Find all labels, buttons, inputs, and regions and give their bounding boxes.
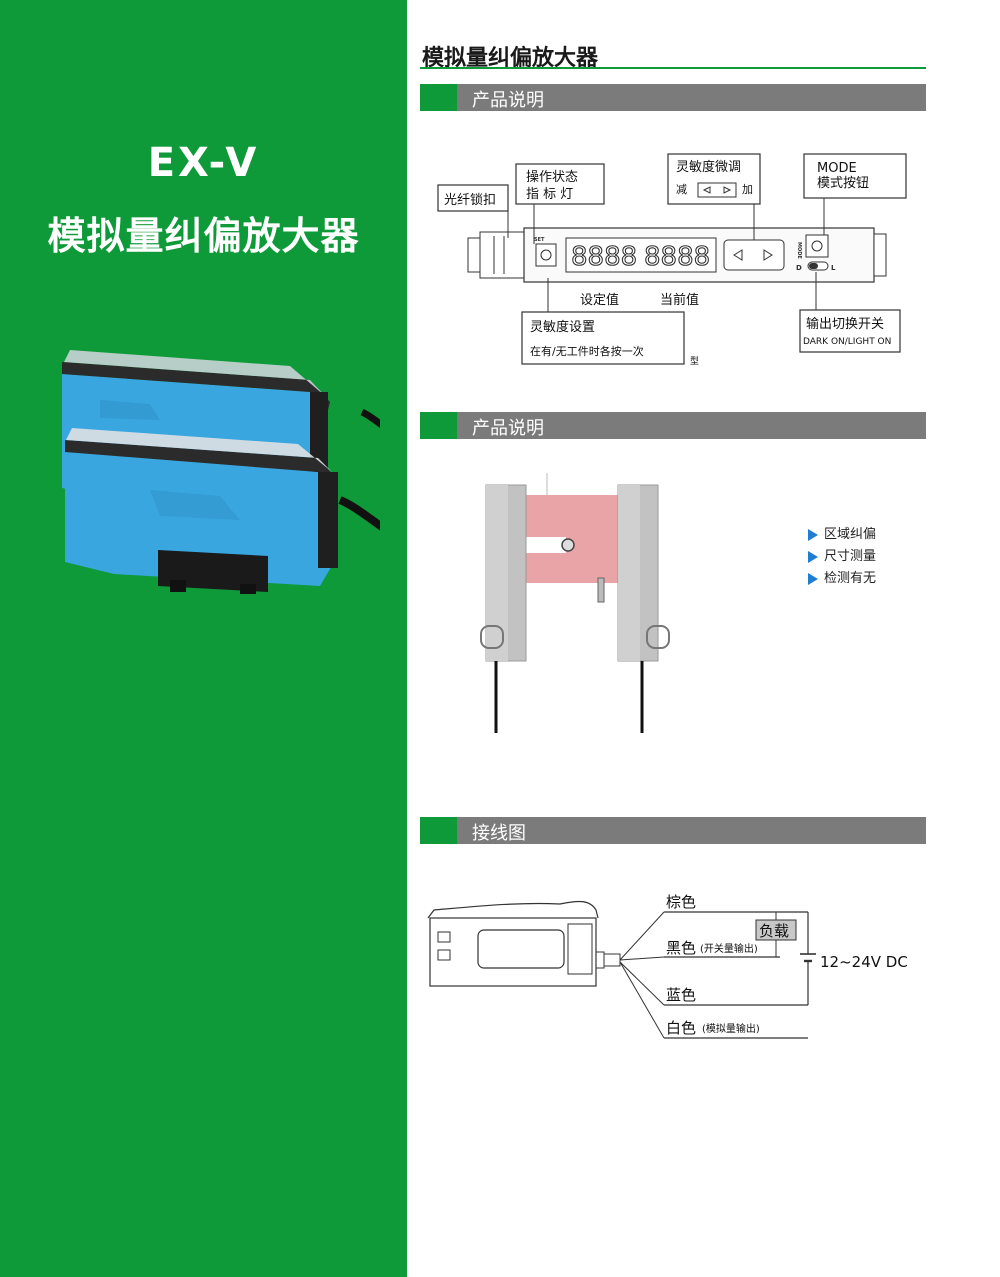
- brown-label: 棕色: [666, 893, 696, 911]
- black-label: 黑色: [666, 939, 696, 957]
- panel-diagram: SET 8888 8888 MODE D L 光纤锁扣 操作状态 指 标 灯 灵…: [437, 153, 907, 367]
- arrow-buttons: [723, 239, 785, 271]
- dark-light-label: DARK ON/LIGHT ON: [803, 337, 891, 347]
- display-right: 8888: [644, 242, 710, 272]
- right-mount-hole: [646, 625, 670, 649]
- mode-marker: MODE: [796, 242, 802, 259]
- black-note: (开关量输出): [700, 942, 758, 955]
- left-mount-hole: [480, 625, 504, 649]
- callout-sens-set: [521, 311, 685, 365]
- mode-button-circle: [811, 240, 823, 252]
- section-bar-label: 产品说明: [472, 90, 544, 111]
- callout-output-switch: [799, 309, 901, 353]
- triangle-bullet-icon: [808, 529, 818, 541]
- hero-product-name: 模拟量纠偏放大器: [47, 214, 360, 258]
- feature-item: 尺寸测量: [808, 546, 876, 568]
- type-note: 型: [690, 356, 699, 367]
- minus-label: 减: [676, 183, 687, 196]
- set-screw: [597, 577, 605, 603]
- feature-text: 检测有无: [824, 571, 877, 586]
- feature-item: 区域纠偏: [808, 524, 876, 546]
- amplifier-outline: [427, 900, 621, 987]
- triangle-bullet-icon: [808, 573, 818, 585]
- sensor-left-highlight: [486, 485, 508, 661]
- mode-line2: 模式按钮: [817, 176, 869, 191]
- output-switch-label: 输出切换开关: [806, 316, 884, 332]
- page-title: 模拟量纠偏放大器: [422, 46, 599, 71]
- sens-set-label: 灵敏度设置: [530, 319, 595, 335]
- section-bar-accent: [420, 412, 457, 439]
- white-note: (模拟量输出): [702, 1022, 760, 1035]
- display-frame: [565, 237, 717, 273]
- left-arrow-icon: [733, 249, 743, 261]
- white-label: 白色: [666, 1019, 696, 1037]
- mini-arrow-buttons: [697, 182, 737, 198]
- u-sensor-illustration: [480, 473, 670, 733]
- voltage-label: 12~24V DC: [820, 953, 908, 971]
- hero-model: EX-V: [147, 140, 260, 186]
- section-bar-accent: [420, 817, 457, 844]
- switch-d-label: D: [796, 264, 802, 272]
- mini-left-arrow-icon: [702, 186, 711, 194]
- set-button-circle: [540, 249, 552, 261]
- feature-text: 区域纠偏: [824, 527, 877, 542]
- op-status-line1: 操作状态: [526, 169, 578, 185]
- beam-slot: [526, 537, 566, 553]
- sens-fine-label: 灵敏度微调: [676, 159, 741, 175]
- title-rule: [420, 67, 926, 69]
- white-wire-fan: [619, 961, 665, 1039]
- set-button: [535, 243, 557, 267]
- blue-wire-fan: [619, 961, 665, 1006]
- feature-item: 检测有无: [808, 568, 876, 590]
- brown-wire-fan: [619, 911, 665, 961]
- sensor-right-highlight: [618, 485, 640, 661]
- display-left: 8888: [571, 242, 637, 272]
- blue-label: 蓝色: [666, 986, 696, 1004]
- plus-label: 加: [742, 183, 753, 196]
- current-value-label: 当前值: [660, 292, 699, 308]
- black-wire-fan: [619, 956, 665, 961]
- output-switch-knob: [809, 263, 818, 269]
- mini-right-arrow-icon: [723, 186, 732, 194]
- switch-l-label: L: [831, 264, 836, 272]
- callout-op-status: [515, 163, 605, 205]
- target-pin: [561, 538, 575, 552]
- section-bar-product-description-2: 产品说明: [420, 412, 926, 439]
- feature-text: 尺寸测量: [824, 549, 877, 564]
- section-bar-product-description-1: 产品说明: [420, 84, 926, 111]
- triangle-bullet-icon: [808, 551, 818, 563]
- section-bar-accent: [420, 84, 457, 111]
- op-status-line2: 指 标 灯: [526, 187, 573, 202]
- sens-set-desc: 在有/无工件时各按一次: [530, 344, 644, 358]
- mode-button: [805, 234, 829, 258]
- load-label: 负载: [759, 922, 789, 940]
- section-bar-wiring: 接线图: [420, 817, 926, 844]
- callout-mode: [803, 153, 907, 199]
- right-arrow-icon: [763, 249, 773, 261]
- feature-list: 区域纠偏 尺寸测量 检测有无: [808, 524, 876, 590]
- section-bar-label: 产品说明: [472, 418, 544, 439]
- fiber-lock-label: 光纤锁扣: [444, 192, 496, 208]
- set-marker: SET: [534, 237, 545, 243]
- section-bar-label: 接线图: [472, 823, 526, 844]
- amplifier-front-unit: [65, 428, 380, 594]
- mode-line1: MODE: [817, 161, 857, 176]
- amplifier-product-image: [62, 350, 380, 594]
- wiring-diagram: 负载 12~24V DC 棕色 黑色 (开关量输出) 蓝色 白色 (模拟量输出): [427, 893, 908, 1039]
- set-value-label: 设定值: [580, 292, 619, 308]
- left-panel: EX-V 模拟量纠偏放大器: [0, 0, 407, 1277]
